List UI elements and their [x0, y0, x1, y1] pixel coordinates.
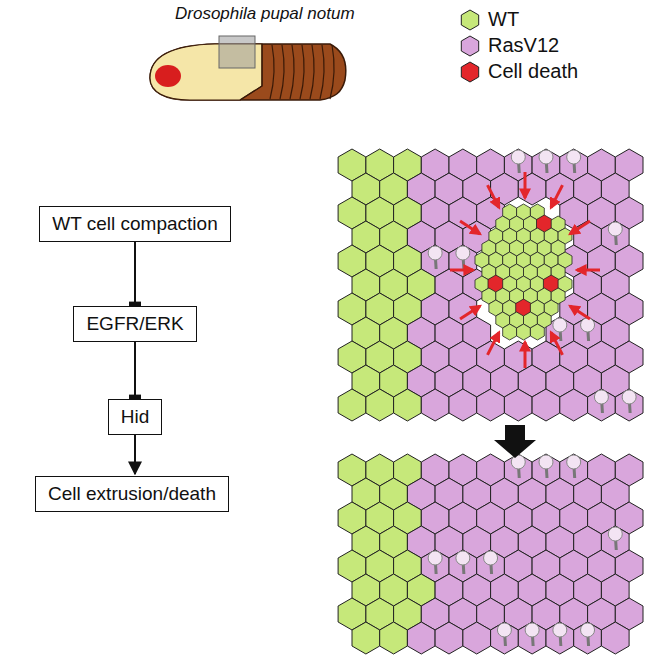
box-text: EGFR/ERK — [86, 313, 183, 335]
legend-text: WT — [488, 8, 519, 31]
pupa — [150, 36, 346, 100]
legend-swatch — [461, 10, 478, 30]
box-text: WT cell compaction — [52, 213, 217, 235]
connector — [134, 435, 136, 474]
cell — [504, 389, 532, 421]
cell — [518, 173, 546, 205]
cell — [380, 622, 408, 654]
box-text: Hid — [121, 406, 150, 428]
cell — [394, 389, 422, 421]
down-arrow — [494, 425, 536, 458]
box-text: Cell extrusion/death — [48, 483, 216, 505]
legend-swatch — [461, 62, 478, 82]
process-box: Cell extrusion/death — [35, 476, 229, 512]
cell — [588, 389, 616, 421]
cell — [491, 622, 519, 654]
cell — [421, 389, 449, 421]
cell — [477, 389, 505, 421]
cell — [532, 389, 560, 421]
connector — [134, 342, 136, 397]
process-box: WT cell compaction — [39, 206, 230, 242]
cell — [449, 389, 477, 421]
connector — [134, 242, 136, 304]
cell — [435, 622, 463, 654]
title-label: Drosophila pupal notum — [175, 4, 355, 24]
cell — [463, 622, 491, 654]
cell — [560, 389, 588, 421]
legend — [461, 10, 478, 82]
legend-swatch — [461, 36, 478, 56]
cell — [407, 622, 435, 654]
legend-text: RasV12 — [488, 34, 559, 57]
cell — [366, 389, 394, 421]
cell — [601, 622, 629, 654]
process-box: Hid — [108, 399, 163, 435]
legend-text: Cell death — [488, 60, 578, 83]
cell — [352, 622, 380, 654]
cell — [615, 389, 643, 421]
cell-sheet-before — [338, 149, 643, 421]
process-box: EGFR/ERK — [73, 306, 196, 342]
cell — [518, 622, 546, 654]
cell — [338, 389, 366, 421]
cell — [574, 622, 602, 654]
cell-sheet-after — [338, 454, 643, 654]
cell — [546, 622, 574, 654]
